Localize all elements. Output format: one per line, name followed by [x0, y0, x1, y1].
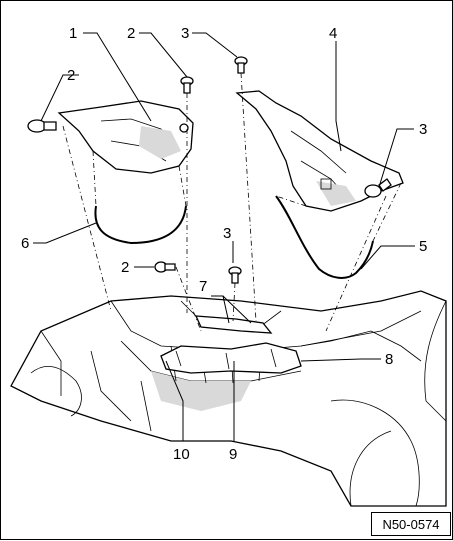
- callout-label: 3: [419, 121, 427, 138]
- screw-icon: [234, 56, 248, 74]
- callout-label: 1: [69, 25, 77, 42]
- callout-label: 7: [199, 278, 207, 295]
- screw-icon: [154, 261, 176, 273]
- left-cover-part-1: [57, 100, 194, 174]
- callout-label: 4: [329, 25, 337, 42]
- callout-label: 5: [419, 238, 427, 255]
- callout-label: 2: [127, 25, 135, 42]
- leader-lines: [33, 32, 415, 441]
- vehicle-body: [10, 290, 447, 507]
- right-seal-part-5: [275, 195, 374, 279]
- left-seal-part-6: [94, 205, 187, 245]
- assembly-lines: [62, 72, 402, 332]
- callout-label: 8: [385, 351, 393, 368]
- callout-label: 10: [173, 446, 190, 463]
- callout-label: 6: [21, 235, 29, 252]
- callout-label: 3: [223, 225, 231, 242]
- callout-label: 2: [121, 259, 129, 276]
- screw-icon: [228, 266, 242, 284]
- callout-label: 9: [229, 446, 237, 463]
- screw-icon: [364, 178, 392, 198]
- screw-icon: [27, 119, 57, 133]
- callout-label: 3: [181, 25, 189, 42]
- callout-label: 2: [67, 67, 75, 84]
- screw-icon: [180, 76, 194, 94]
- figure-reference-code: N50-0574: [371, 512, 451, 536]
